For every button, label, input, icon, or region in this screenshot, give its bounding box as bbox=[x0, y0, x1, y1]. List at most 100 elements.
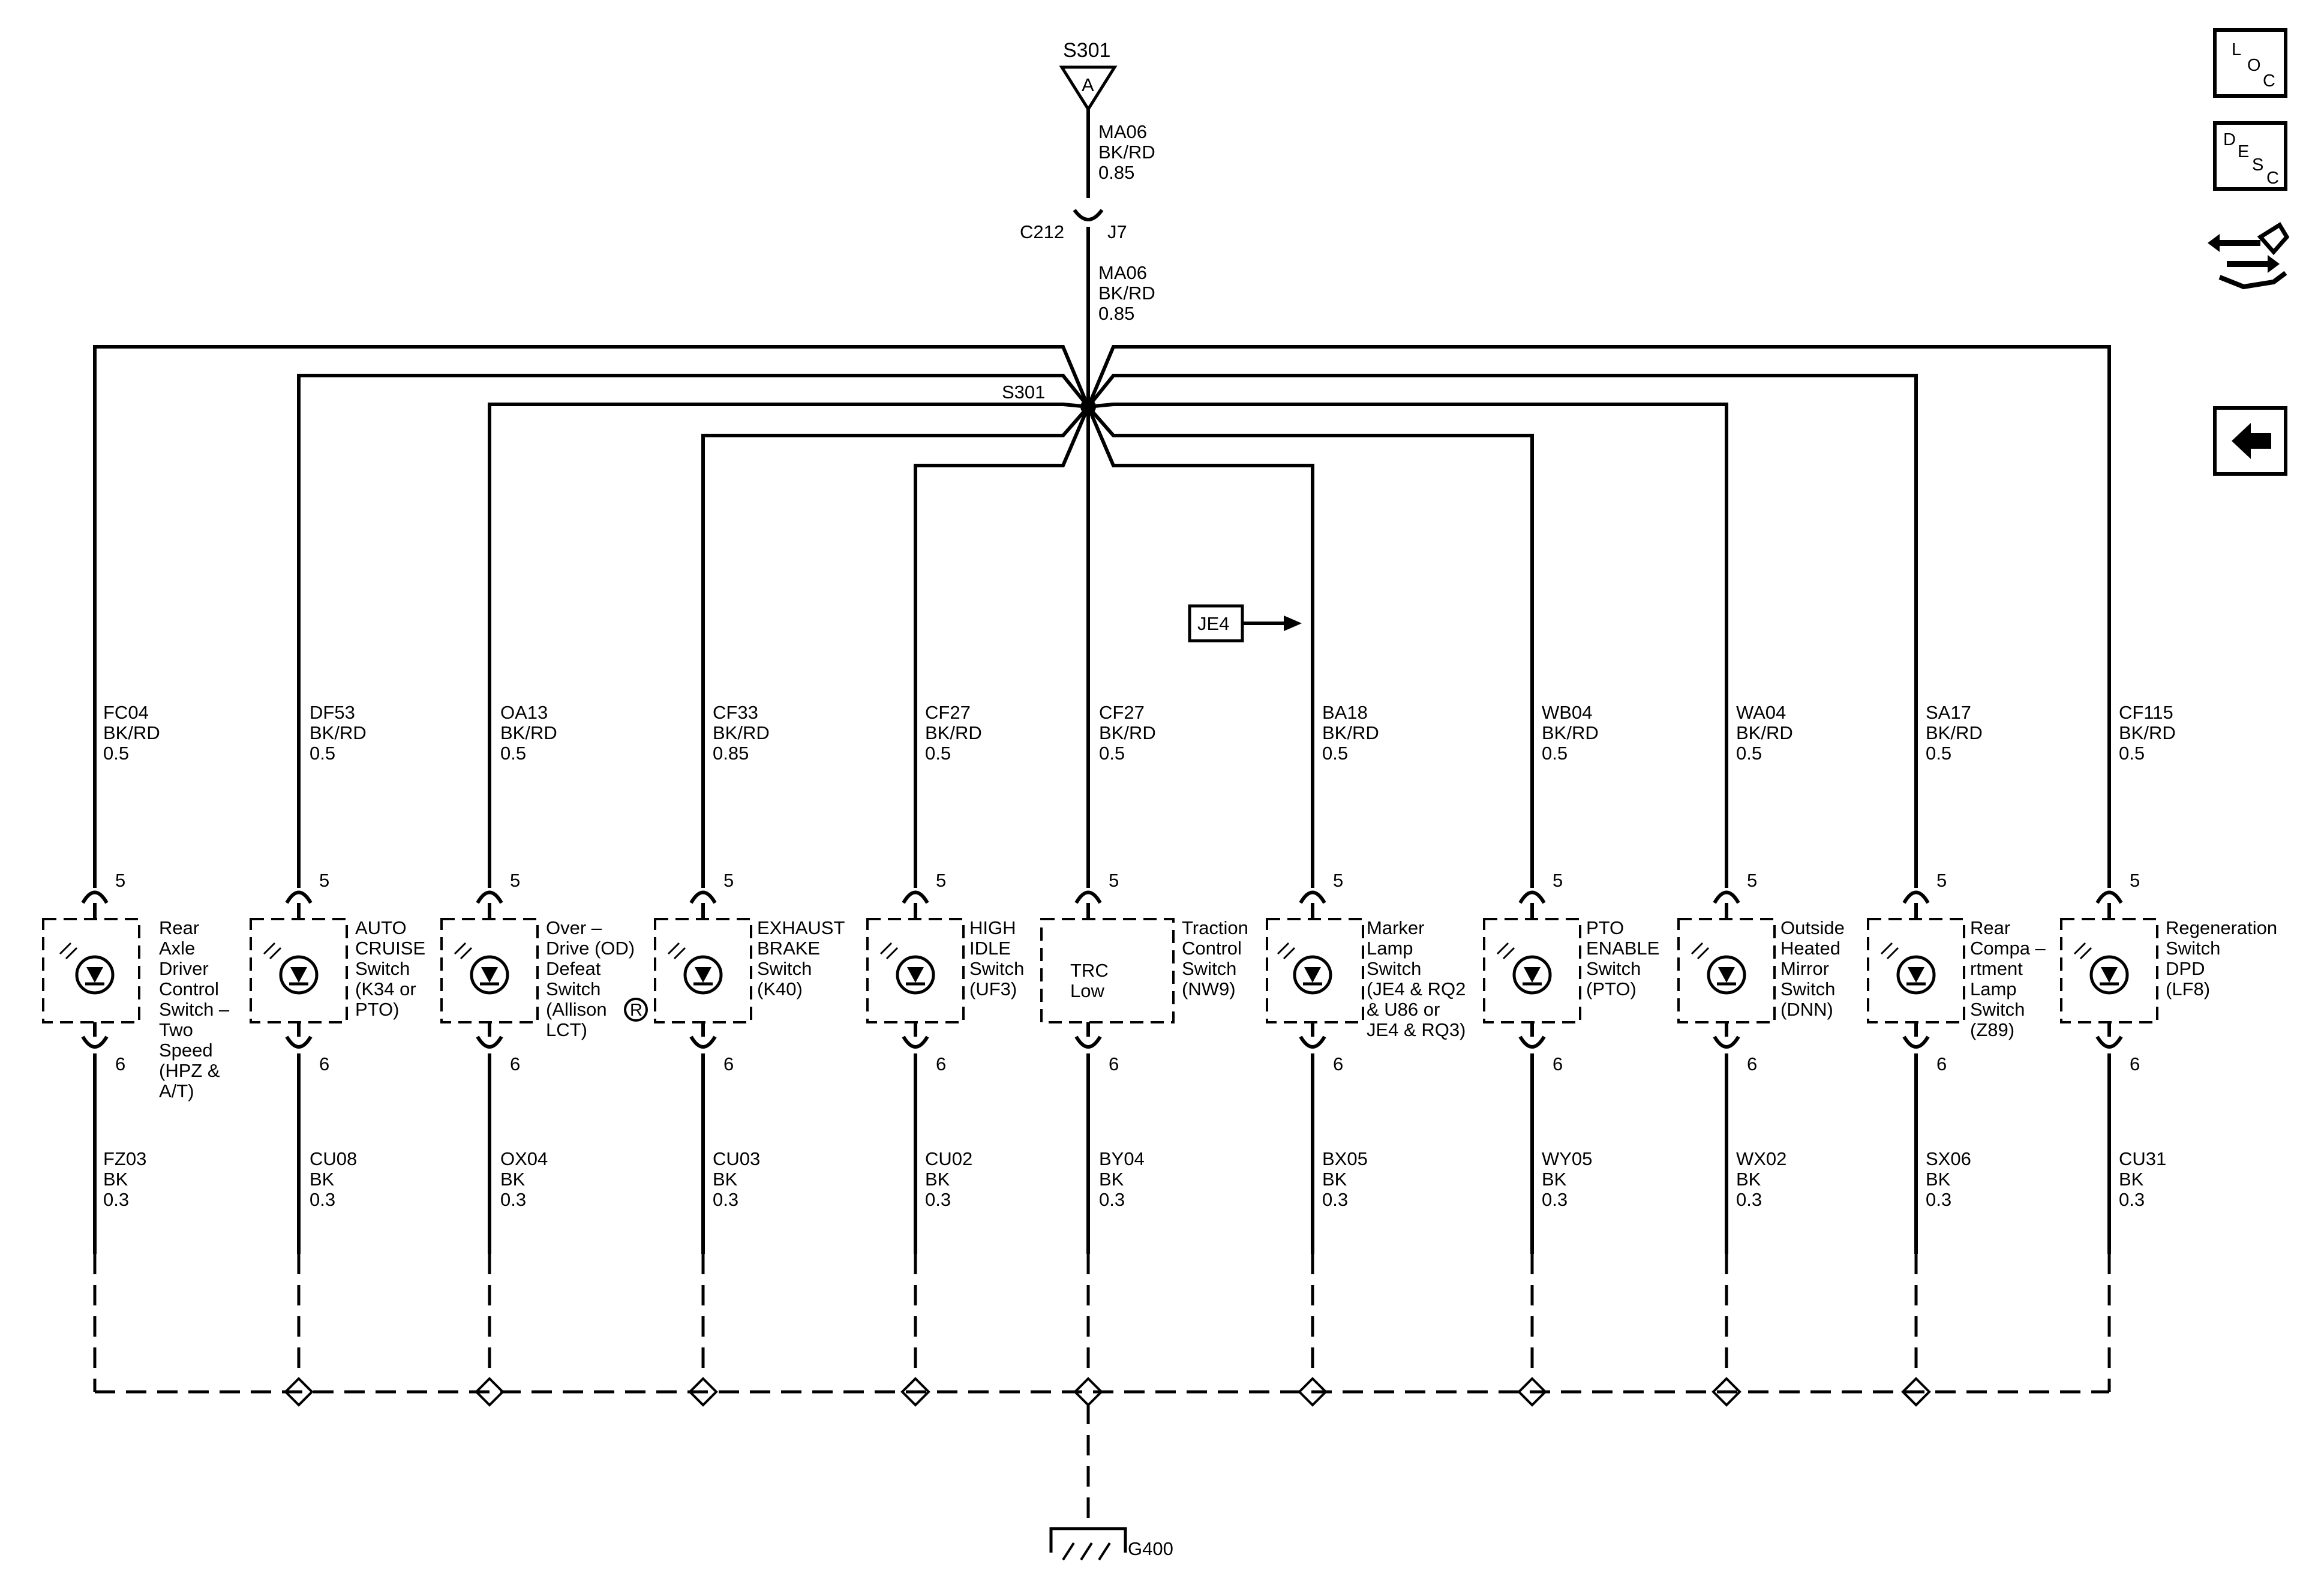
lower-color-label: BK bbox=[1736, 1169, 1761, 1190]
switch-name-line: (DNN) bbox=[1780, 999, 1833, 1020]
pin-number-bottom: 6 bbox=[1553, 1053, 1563, 1074]
diode-icon bbox=[1908, 967, 1924, 983]
desc-letter-e: E bbox=[2238, 142, 2249, 161]
connector-top-cavity bbox=[2095, 890, 2123, 904]
lower-color-label: BK bbox=[925, 1169, 950, 1190]
connector-bottom-cavity bbox=[1902, 1035, 1930, 1049]
upper-circuit-label: WA04 bbox=[1736, 702, 1786, 723]
upper-color-label: BK/RD bbox=[713, 722, 770, 743]
top-splice-s301: S301 A bbox=[1059, 39, 1118, 112]
lower-color-label: BK bbox=[713, 1169, 738, 1190]
switch-name-line: Outside bbox=[1780, 917, 1845, 938]
lower-color-label: BK bbox=[2119, 1169, 2144, 1190]
pin-number-bottom: 6 bbox=[2130, 1053, 2140, 1074]
registered-badge-icon bbox=[624, 998, 648, 1022]
lower-color-label: BK bbox=[1542, 1169, 1567, 1190]
diode-icon bbox=[695, 967, 711, 983]
desc-letter-c: C bbox=[2266, 169, 2279, 188]
lower-color-label: BK bbox=[1099, 1169, 1124, 1190]
pin-number-top: 5 bbox=[2130, 870, 2140, 891]
switch-name-line: (LF8) bbox=[2166, 978, 2210, 999]
upper-color-label: BK/RD bbox=[2119, 722, 2176, 743]
upper-color-label: BK/RD bbox=[1099, 722, 1156, 743]
lower-circuit-label: WX02 bbox=[1736, 1148, 1786, 1169]
lower-circuit-label: CU31 bbox=[2119, 1148, 2166, 1169]
switch-name-line: IDLE bbox=[969, 938, 1011, 959]
lower-gauge-label: 0.3 bbox=[925, 1189, 951, 1210]
branch-wire bbox=[488, 403, 1089, 888]
upper-gauge-label: 0.5 bbox=[1099, 743, 1125, 764]
switch-column: WA04BK/RD0.556OutsideHeatedMirrorSwitch(… bbox=[1677, 702, 1845, 1407]
switch-column: CF115BK/RD0.556RegenerationSwitchDPD(LF8… bbox=[2060, 702, 2277, 1392]
lower-circuit-label: CU03 bbox=[713, 1148, 760, 1169]
light-ray bbox=[1502, 947, 1515, 960]
pin-number-bottom: 6 bbox=[319, 1053, 329, 1074]
upper-circuit-label: CF27 bbox=[925, 702, 971, 723]
branch-wire bbox=[914, 406, 1090, 888]
je4-label: JE4 bbox=[1197, 613, 1229, 634]
switch-name-line: Switch bbox=[2166, 938, 2220, 959]
desc-button[interactable]: D E S C bbox=[2213, 121, 2287, 191]
switch-dashed-box[interactable] bbox=[1040, 918, 1175, 1023]
light-ray bbox=[65, 947, 78, 960]
switch-name-line: rtment bbox=[1970, 958, 2023, 979]
switch-name-line: Rear bbox=[1970, 917, 2010, 938]
upper-color-label: BK/RD bbox=[500, 722, 557, 743]
je4-arrowhead bbox=[1284, 616, 1302, 631]
switch-name-line: PTO) bbox=[355, 999, 400, 1020]
upper-circuit-label: BA18 bbox=[1322, 702, 1368, 723]
ground-bus: G400 bbox=[95, 1390, 2109, 1561]
upper-gauge-label: 0.5 bbox=[310, 743, 335, 764]
upper-gauge-label: 0.5 bbox=[925, 743, 951, 764]
switch-name-line: Lamp bbox=[1970, 978, 2017, 999]
pin-number-bottom: 6 bbox=[1333, 1053, 1343, 1074]
upper-circuit-label: WB04 bbox=[1542, 702, 1592, 723]
upper-color-label: BK/RD bbox=[1926, 722, 1983, 743]
light-ray bbox=[1496, 942, 1509, 955]
switch-name-line: (HPZ & bbox=[159, 1060, 220, 1081]
light-ray bbox=[454, 942, 467, 955]
switch-dashed-box[interactable] bbox=[42, 918, 140, 1023]
indicator-led-icon bbox=[683, 955, 723, 995]
badge-letter: R bbox=[630, 1001, 642, 1020]
loc-letter-o: O bbox=[2247, 56, 2261, 75]
indicator-led-icon bbox=[1512, 955, 1552, 995]
connector-bottom-cavity bbox=[476, 1035, 503, 1049]
switch-name-line: Switch bbox=[1970, 999, 2025, 1020]
switch-name-line: Over – bbox=[546, 917, 602, 938]
connector-top-cavity bbox=[689, 890, 717, 904]
lower-color-label: BK bbox=[1926, 1169, 1951, 1190]
top-splice-tag: A bbox=[1082, 74, 1094, 95]
diode-icon bbox=[1524, 967, 1541, 983]
indicator-led-icon bbox=[1896, 955, 1936, 995]
light-ray bbox=[667, 942, 680, 955]
loc-button[interactable]: L O C bbox=[2213, 28, 2287, 98]
light-ray bbox=[2073, 942, 2086, 955]
left-arrow-icon bbox=[2232, 423, 2271, 459]
lower-circuit-label: OX04 bbox=[500, 1148, 548, 1169]
connector-bottom-cavity bbox=[81, 1035, 109, 1049]
diode-icon bbox=[86, 967, 103, 983]
connector-bottom-cavity bbox=[2095, 1035, 2123, 1049]
switch-name-line: HIGH bbox=[969, 917, 1016, 938]
connector-top-cavity bbox=[902, 890, 929, 904]
upper-color-label: BK/RD bbox=[1542, 722, 1599, 743]
lower-gauge-label: 0.3 bbox=[1736, 1189, 1762, 1210]
light-ray bbox=[2079, 947, 2092, 960]
back-button[interactable] bbox=[2213, 406, 2287, 476]
upper-gauge-label: 0.5 bbox=[103, 743, 129, 764]
switch-name-line: Defeat bbox=[546, 958, 601, 979]
switch-name-line: Mirror bbox=[1780, 958, 1829, 979]
upper-gauge-label: 0.85 bbox=[713, 743, 749, 764]
hand-arrows-icon[interactable] bbox=[2208, 222, 2290, 290]
light-ray bbox=[1691, 942, 1704, 955]
light-ray bbox=[1886, 947, 1899, 960]
upper-gauge-label: 0.5 bbox=[2119, 743, 2145, 764]
lower-circuit-label: BY04 bbox=[1099, 1148, 1145, 1169]
switch-dashed-box[interactable] bbox=[1266, 918, 1364, 1023]
light-ray bbox=[1283, 947, 1296, 960]
switch-name-line: Two bbox=[159, 1019, 193, 1040]
connector-bottom-cavity bbox=[1518, 1035, 1546, 1049]
upper-circuit-label: CF27 bbox=[1099, 702, 1145, 723]
